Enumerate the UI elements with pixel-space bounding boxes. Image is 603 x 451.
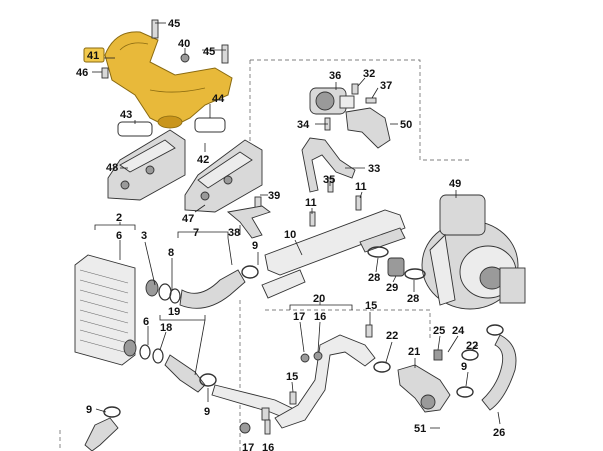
pipe-20 [261, 324, 391, 429]
callout-44: 44 [212, 93, 225, 105]
callout-3: 3 [141, 230, 147, 242]
bottom-bolts [239, 419, 271, 435]
callout-15-right: 15 [365, 300, 377, 312]
callout-10: 10 [284, 229, 296, 241]
manifold-block-48 [107, 129, 186, 201]
callout-40: 40 [178, 38, 190, 50]
hose-7 [145, 265, 259, 309]
callout-35: 35 [323, 174, 335, 186]
callout-7: 7 [193, 227, 199, 239]
callout-39: 39 [268, 190, 280, 202]
callout-42: 42 [197, 154, 209, 166]
hose-lower-left [84, 406, 121, 451]
callout-21: 21 [408, 346, 420, 358]
manifold-block-47 [184, 139, 263, 213]
callout-labels: 45 40 45 41 46 43 44 42 48 47 39 38 36 3… [76, 18, 505, 451]
callout-11-left: 11 [305, 197, 317, 209]
bracket-33 [301, 137, 356, 193]
callout-46: 46 [76, 67, 88, 79]
callout-28-right: 28 [407, 293, 419, 305]
callout-9-left: 9 [86, 404, 92, 416]
turbocharger-49 [421, 194, 526, 310]
callout-41: 41 [87, 50, 99, 62]
callout-45-top: 45 [168, 18, 180, 30]
callout-41-badge [83, 47, 105, 63]
pipe-19 [123, 339, 301, 423]
callout-6-top: 6 [116, 230, 122, 242]
callout-28-left: 28 [368, 272, 380, 284]
callout-29: 29 [386, 282, 398, 294]
intake-manifold-part-41 [104, 31, 233, 129]
callout-24: 24 [452, 325, 465, 337]
callout-36: 36 [329, 70, 341, 82]
callout-25: 25 [433, 325, 445, 337]
callout-48: 48 [106, 162, 118, 174]
callout-34: 34 [297, 119, 310, 131]
callout-51: 51 [414, 423, 426, 435]
callout-17: 17 [293, 311, 305, 323]
callout-18: 18 [160, 322, 172, 334]
callout-8: 8 [168, 247, 174, 259]
leader-lines [92, 22, 501, 429]
callout-16-bottom: 16 [262, 442, 274, 451]
callout-22-mid: 22 [386, 330, 398, 342]
callout-2: 2 [116, 212, 122, 224]
intercooler-2 [74, 254, 136, 366]
callout-9-right: 9 [461, 361, 467, 373]
bracket-38 [226, 205, 271, 239]
callout-9-mid: 9 [252, 240, 258, 252]
callout-32: 32 [363, 68, 375, 80]
callout-33: 33 [368, 163, 380, 175]
callout-22-right: 22 [466, 340, 478, 352]
callout-16: 16 [314, 311, 326, 323]
throttle-body-36 [309, 87, 355, 115]
pipe-50 [345, 107, 391, 149]
callout-17-bottom: 17 [242, 442, 254, 451]
callout-11-right: 11 [355, 181, 367, 193]
callout-20: 20 [313, 293, 325, 305]
connector-21 [397, 349, 474, 413]
hose-26 [461, 324, 517, 411]
bolts-top [101, 19, 262, 214]
callout-15-left: 15 [286, 371, 298, 383]
charge-pipe-10 [261, 209, 406, 299]
callout-47: 47 [182, 213, 194, 225]
callout-49: 49 [449, 178, 461, 190]
callout-9-lower: 9 [204, 406, 210, 418]
callout-50: 50 [400, 119, 412, 131]
callout-43: 43 [120, 109, 132, 121]
callout-6-bottom: 6 [143, 316, 149, 328]
callout-37: 37 [380, 80, 392, 92]
callout-26: 26 [493, 427, 505, 439]
callout-19: 19 [168, 306, 180, 318]
callout-38: 38 [228, 227, 240, 239]
callout-45-right: 45 [203, 46, 215, 58]
